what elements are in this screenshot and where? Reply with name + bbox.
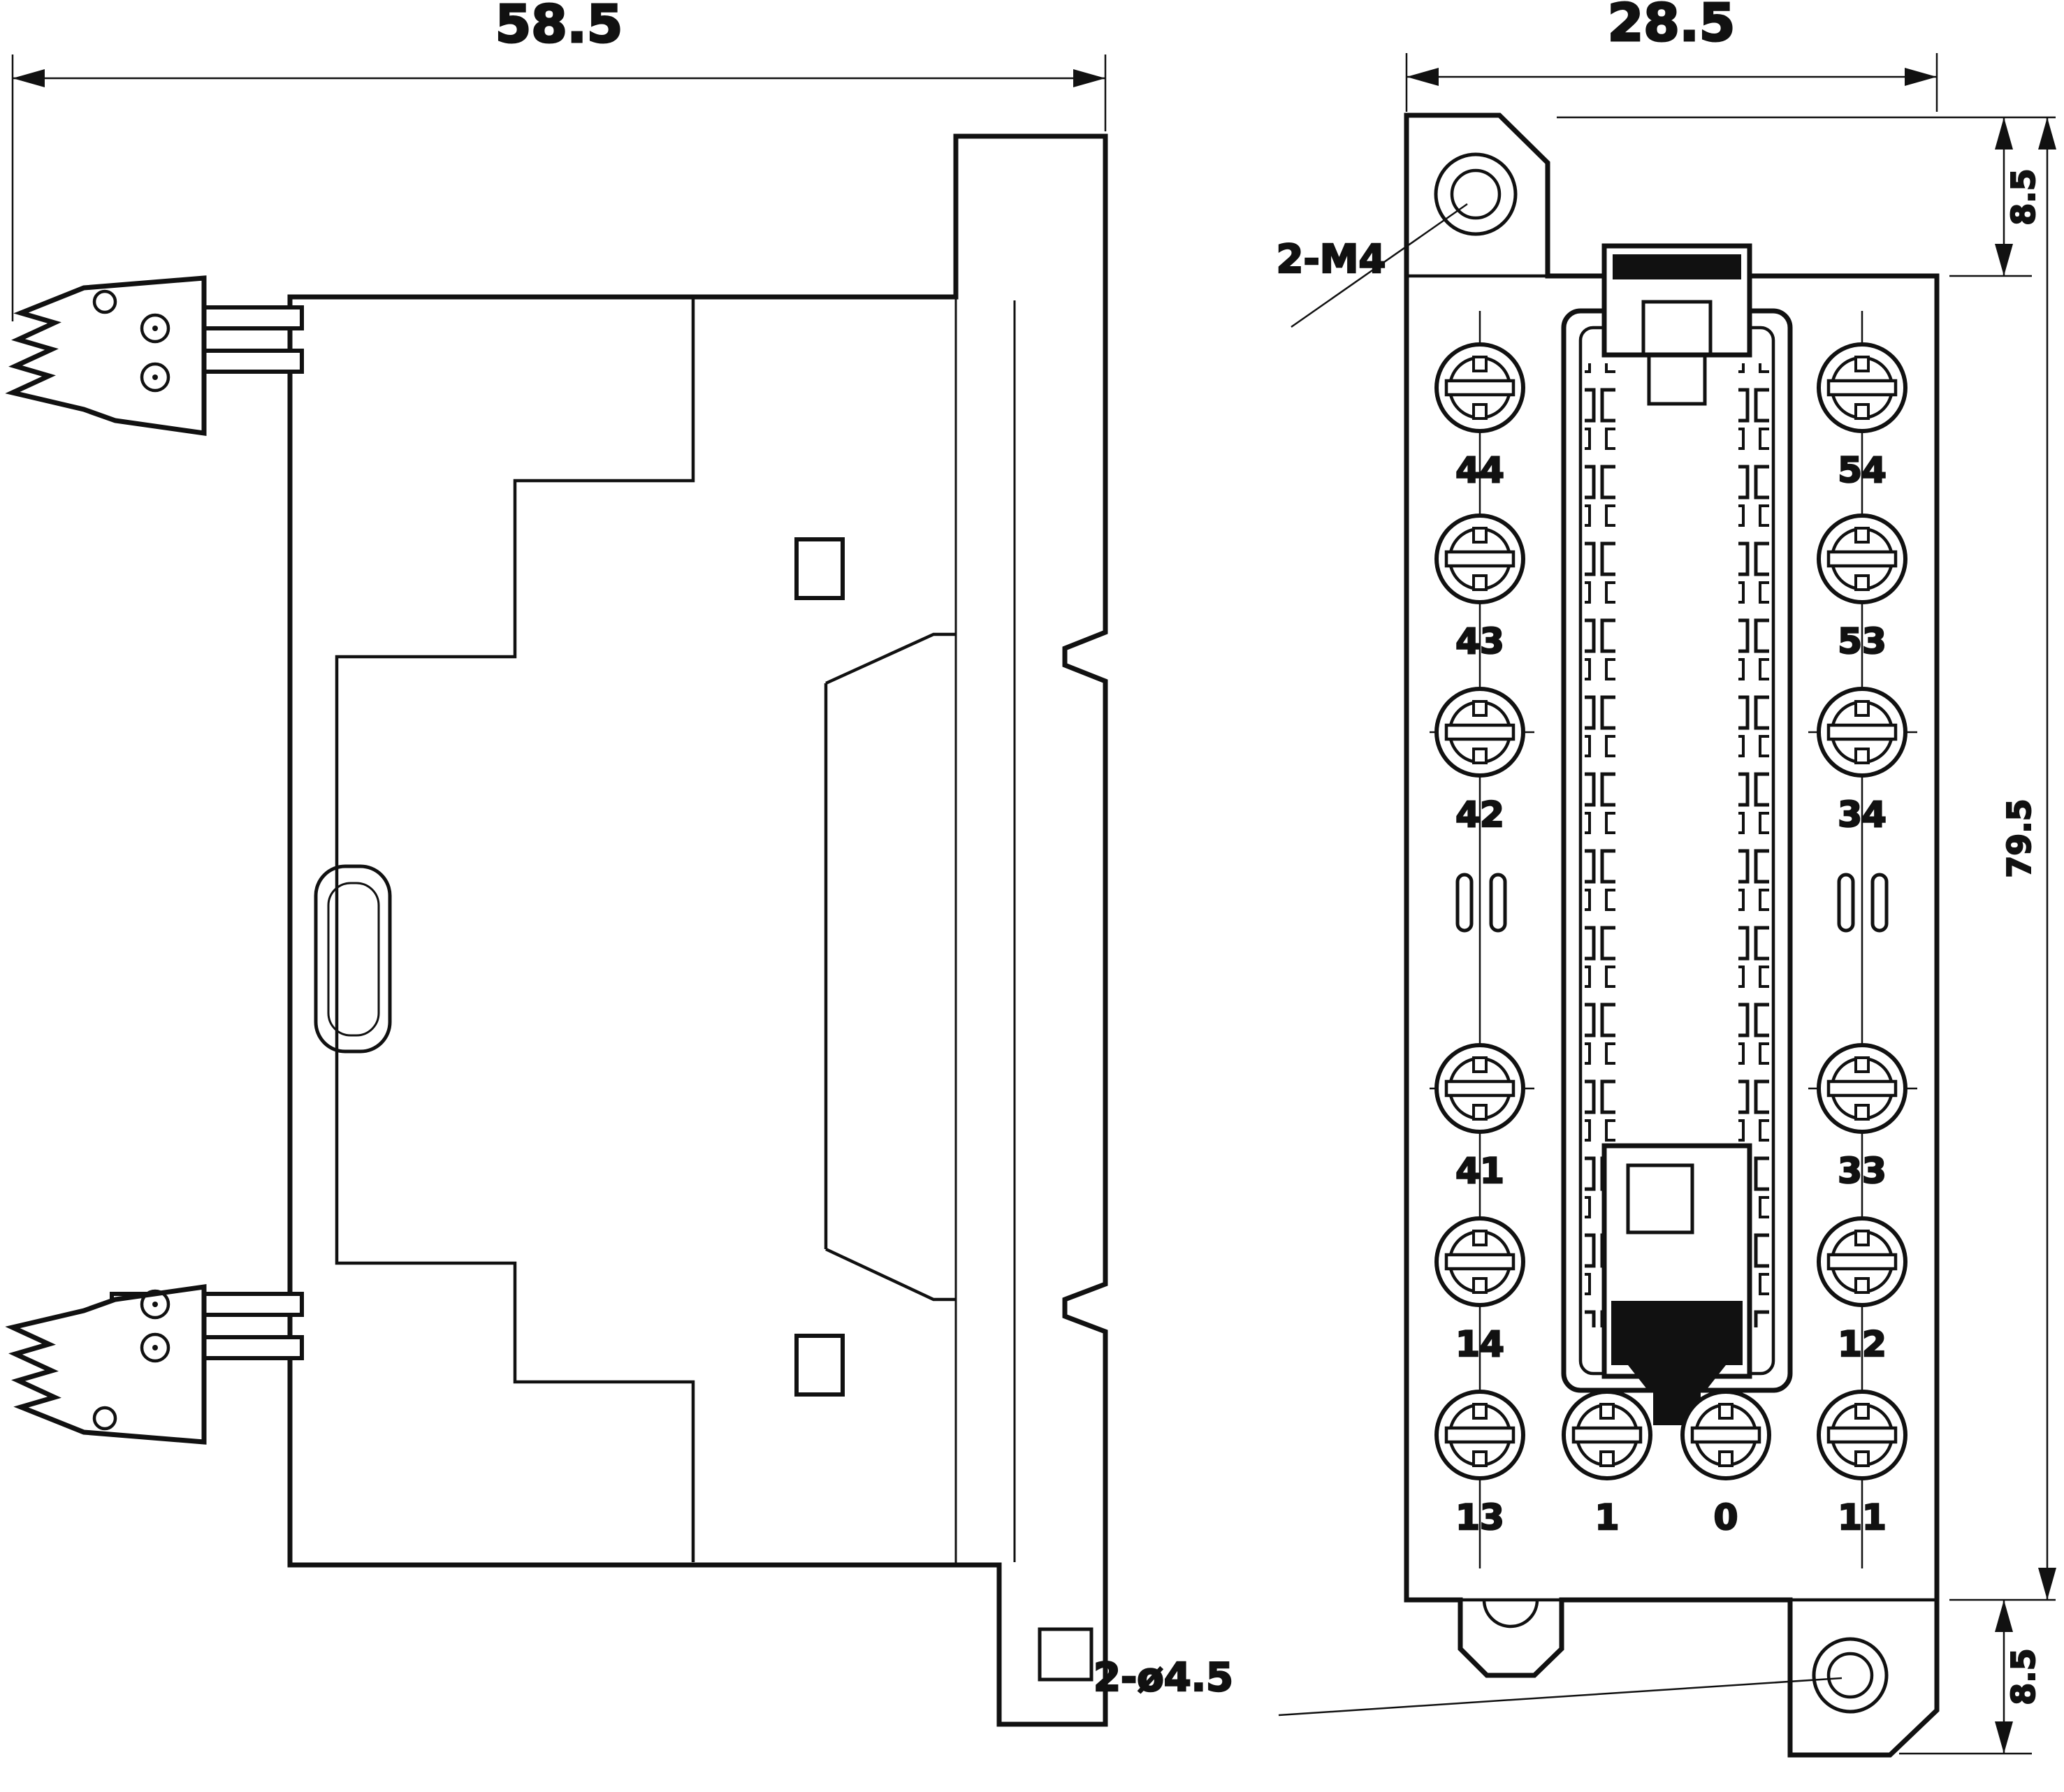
terminal-label: 14 bbox=[1455, 1324, 1504, 1364]
terminal-screw bbox=[1437, 689, 1523, 775]
ear-height-dimension: 8.5 bbox=[1557, 116, 2056, 277]
side-window-bottom bbox=[794, 1334, 845, 1397]
terminal-screw bbox=[1437, 1218, 1523, 1305]
top-hole-callout-text: 2-M4 bbox=[1277, 237, 1386, 282]
terminal-screw bbox=[1437, 1045, 1523, 1132]
terminal-screw bbox=[1819, 689, 1905, 775]
bottom-tab-hole bbox=[1038, 1627, 1093, 1682]
terminal-label: 33 bbox=[1838, 1151, 1887, 1191]
terminal-screw bbox=[1437, 344, 1523, 431]
mounting-hole-top bbox=[1434, 152, 1518, 236]
din-clip-top bbox=[5, 275, 304, 437]
terminal-label: 53 bbox=[1838, 621, 1887, 662]
terminal-label: 12 bbox=[1838, 1324, 1887, 1364]
front-view: 28.5 bbox=[1093, 0, 2056, 1758]
terminal-label: 41 bbox=[1455, 1151, 1504, 1191]
terminal-screw bbox=[1437, 516, 1523, 602]
connector-block-bottom bbox=[1601, 1143, 1752, 1425]
ear-height-dim-text: 8.5 bbox=[2005, 168, 2042, 226]
side-window-top bbox=[794, 537, 845, 600]
terminal-label: 42 bbox=[1455, 794, 1504, 835]
terminal-label: 54 bbox=[1838, 450, 1887, 490]
bottom-tab-arc bbox=[1482, 1599, 1539, 1629]
overall-height-dimension: 79.5 bbox=[1949, 117, 2056, 1601]
side-width-dim-text: 58.5 bbox=[495, 0, 623, 54]
terminal-label: 11 bbox=[1838, 1497, 1887, 1538]
din-clip-bottom bbox=[5, 1283, 304, 1445]
overall-height-dim-text: 79.5 bbox=[2000, 799, 2038, 878]
terminal-screw bbox=[1683, 1392, 1769, 1478]
side-wedge-lines bbox=[824, 632, 956, 1302]
relay-channel bbox=[1561, 308, 1793, 1393]
terminal-label: 44 bbox=[1455, 450, 1504, 490]
side-width-dimension: 58.5 bbox=[11, 0, 1107, 321]
terminal-screw bbox=[1819, 344, 1905, 431]
terminal-screw bbox=[1437, 1392, 1523, 1478]
bottom-ear-height-dim-text: 8.5 bbox=[2005, 1648, 2042, 1705]
front-width-dim-text: 28.5 bbox=[1608, 0, 1736, 53]
bottom-ear-height-dimension: 8.5 bbox=[1899, 1600, 2043, 1755]
terminal-label: 34 bbox=[1838, 794, 1887, 835]
terminal-screw bbox=[1819, 516, 1905, 602]
connector-block-top bbox=[1601, 243, 1752, 406]
terminal-screw bbox=[1819, 1392, 1905, 1478]
terminal-label: 0 bbox=[1714, 1497, 1738, 1538]
mounting-hole-bottom bbox=[1812, 1637, 1889, 1714]
terminal-screw bbox=[1564, 1392, 1650, 1478]
mid-slot-ticks bbox=[1455, 873, 1889, 933]
side-body-outline bbox=[287, 133, 1108, 1727]
front-width-dimension: 28.5 bbox=[1405, 0, 1938, 112]
terminal-label: 1 bbox=[1595, 1497, 1620, 1538]
bottom-hole-callout-text: 2-ø4.5 bbox=[1093, 1655, 1233, 1700]
terminal-label: 13 bbox=[1455, 1497, 1504, 1538]
bottom-hole-callout: 2-ø4.5 bbox=[1093, 1654, 1843, 1717]
side-view: 58.5 bbox=[5, 0, 1108, 1727]
top-hole-callout: 2-M4 bbox=[1275, 203, 1468, 328]
terminal-label: 43 bbox=[1455, 621, 1504, 662]
side-step-profile bbox=[335, 299, 695, 1562]
terminal-screw bbox=[1819, 1218, 1905, 1305]
terminal-screw bbox=[1819, 1045, 1905, 1132]
terminal-labels: 44 43 42 41 14 13 54 53 34 33 12 11 1 0 bbox=[1455, 449, 1887, 1539]
release-button bbox=[314, 864, 392, 1054]
